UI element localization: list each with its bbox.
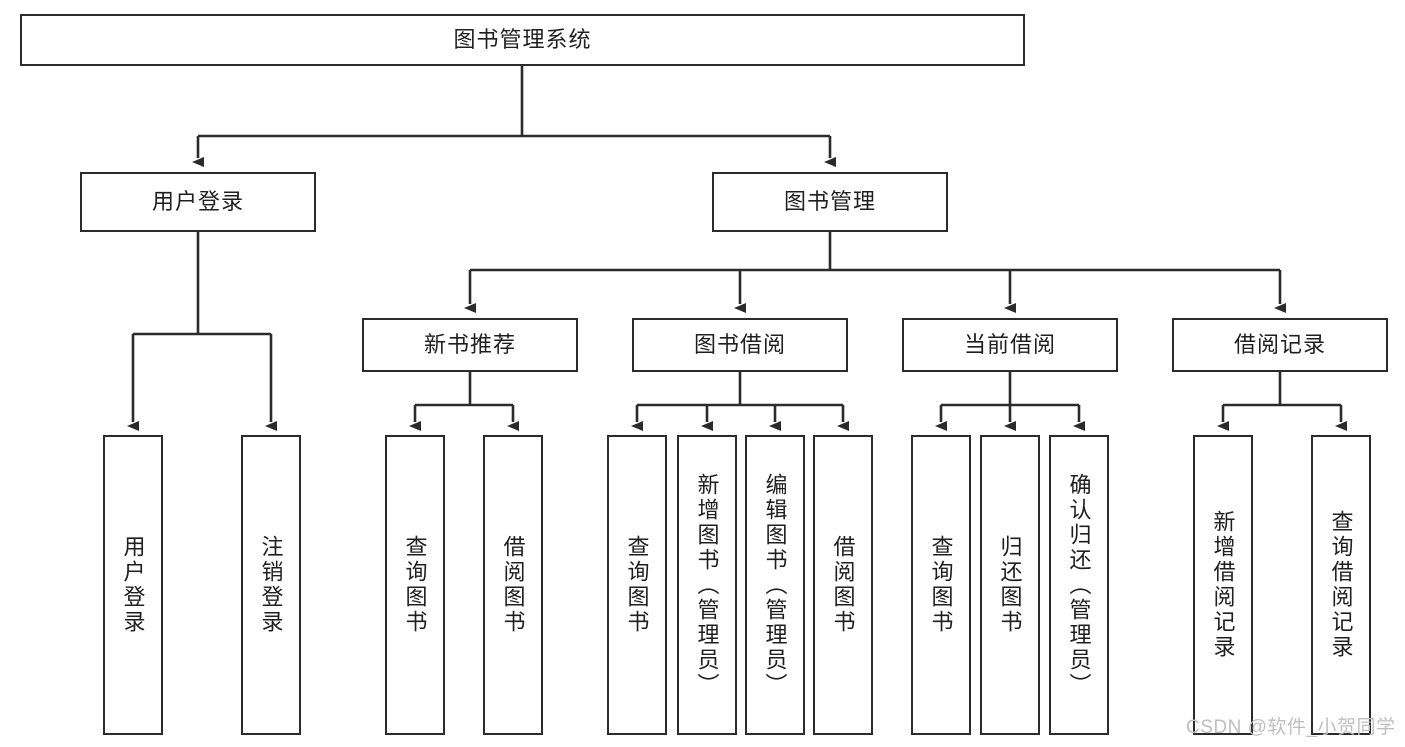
node-label: 新增图书（管理员）	[694, 472, 720, 698]
leaf-query-book-recommend[interactable]: 查询图书	[385, 435, 445, 735]
node-new-book-recommend[interactable]: 新书推荐	[362, 318, 578, 372]
node-label: 查询图书	[928, 535, 954, 635]
leaf-borrow-book-recommend[interactable]: 借阅图书	[483, 435, 543, 735]
node-label: 借阅图书	[500, 535, 526, 635]
leaf-add-borrow-record[interactable]: 新增借阅记录	[1193, 435, 1253, 735]
node-label: 图书借阅	[693, 331, 786, 357]
node-label: 当前借阅	[963, 331, 1056, 357]
leaf-query-book-borrow[interactable]: 查询图书	[607, 435, 667, 735]
node-user-login[interactable]: 用户登录	[80, 172, 316, 232]
leaf-borrow-book[interactable]: 借阅图书	[813, 435, 873, 735]
node-label: 借阅图书	[830, 535, 856, 635]
node-label: 归还图书	[997, 535, 1023, 635]
node-book-management[interactable]: 图书管理	[712, 172, 948, 232]
node-label: 新增借阅记录	[1210, 510, 1236, 660]
leaf-query-borrow-record[interactable]: 查询借阅记录	[1311, 435, 1371, 735]
node-label: 用户登录	[120, 535, 146, 635]
node-borrow-records[interactable]: 借阅记录	[1172, 318, 1388, 372]
csdn-watermark: CSDN @软件_小贺同学	[1186, 717, 1396, 738]
node-label: 图书管理	[783, 188, 876, 214]
leaf-confirm-return-admin[interactable]: 确认归还（管理员）	[1049, 435, 1109, 735]
node-current-borrow[interactable]: 当前借阅	[902, 318, 1118, 372]
node-label: 查询借阅记录	[1328, 510, 1354, 660]
node-label: 注销登录	[258, 535, 284, 635]
node-label: 图书管理系统	[453, 26, 592, 52]
leaf-return-book[interactable]: 归还图书	[980, 435, 1040, 735]
node-root-system[interactable]: 图书管理系统	[20, 14, 1025, 66]
node-label: 编辑图书（管理员）	[762, 472, 788, 698]
node-label: 新书推荐	[423, 331, 516, 357]
leaf-logout[interactable]: 注销登录	[241, 435, 301, 735]
node-label: 查询图书	[624, 535, 650, 635]
node-label: 查询图书	[402, 535, 428, 635]
leaf-edit-book-admin[interactable]: 编辑图书（管理员）	[745, 435, 805, 735]
leaf-add-book-admin[interactable]: 新增图书（管理员）	[677, 435, 737, 735]
node-label: 用户登录	[151, 188, 244, 214]
node-label: 借阅记录	[1233, 331, 1326, 357]
leaf-user-login[interactable]: 用户登录	[103, 435, 163, 735]
node-label: 确认归还（管理员）	[1066, 472, 1092, 698]
leaf-query-book-current[interactable]: 查询图书	[911, 435, 971, 735]
node-book-borrow[interactable]: 图书借阅	[632, 318, 848, 372]
